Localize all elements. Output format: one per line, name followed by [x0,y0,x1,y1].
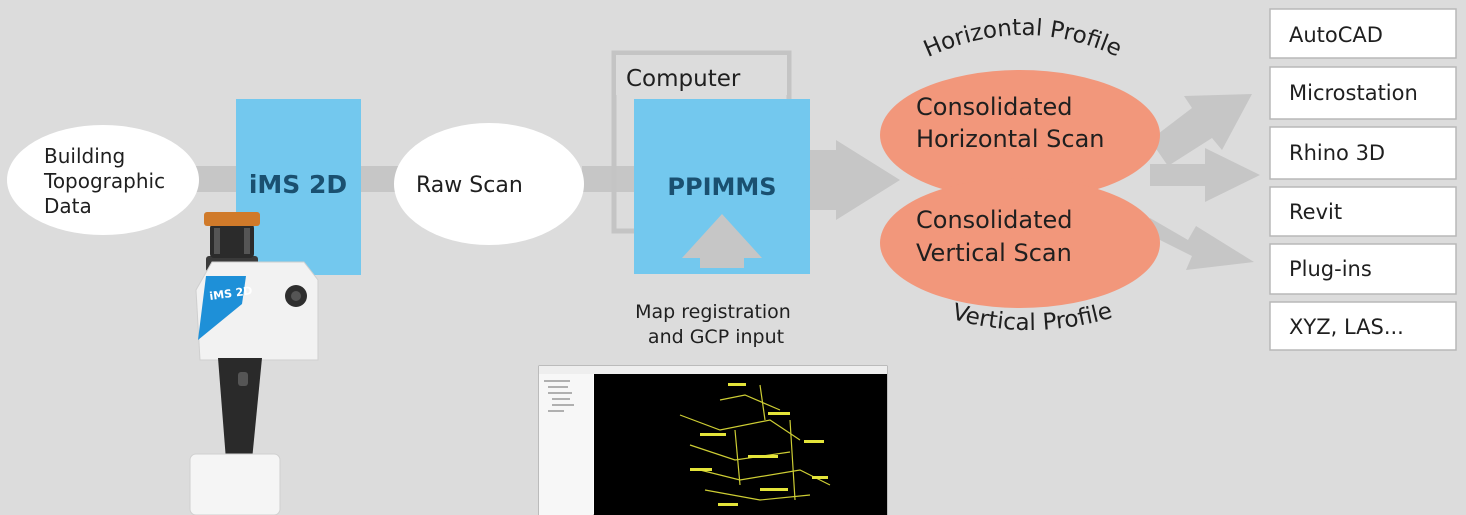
output-list: AutoCAD Microstation Rhino 3D Revit Plug… [1269,8,1457,351]
building-data-oval [7,125,199,235]
ppimms-label: PPIMMS [667,173,776,201]
output-plugins: Plug-ins [1289,257,1372,281]
raw-scan-oval [394,123,584,245]
vertical-scan-oval [880,178,1160,308]
output-microstation: Microstation [1289,81,1418,105]
map-input-arrow [682,214,762,268]
vertical-scan-label: Consolidated Vertical Scan [916,206,1080,267]
horizontal-profile-title: Horizontal Profile [920,15,1126,63]
scanner-body-label: iMS 2D [209,284,254,303]
ims2d-scanner-image: iMS 2D [189,212,319,515]
fan-arrows [1148,94,1260,270]
raw-scan-label: Raw Scan [416,173,523,198]
output-xyz-las: XYZ, LAS... [1289,315,1404,339]
output-rhino3d: Rhino 3D [1289,141,1385,165]
ims2d-label: iMS 2D [249,170,347,199]
ims2d-box [236,99,361,275]
building-data-label: Building Topographic Data [43,144,171,218]
output-autocad: AutoCAD [1289,23,1383,47]
horizontal-scan-oval [880,70,1160,200]
flow-arrow-head [836,140,900,220]
map-input-label: Map registration and GCP input [635,301,797,348]
output-revit: Revit [1289,200,1342,224]
computer-frame-label: Computer [626,66,741,92]
horizontal-scan-label: Consolidated Horizontal Scan [916,93,1105,153]
software-screenshot [538,365,888,515]
point-cloud-view [594,374,887,515]
